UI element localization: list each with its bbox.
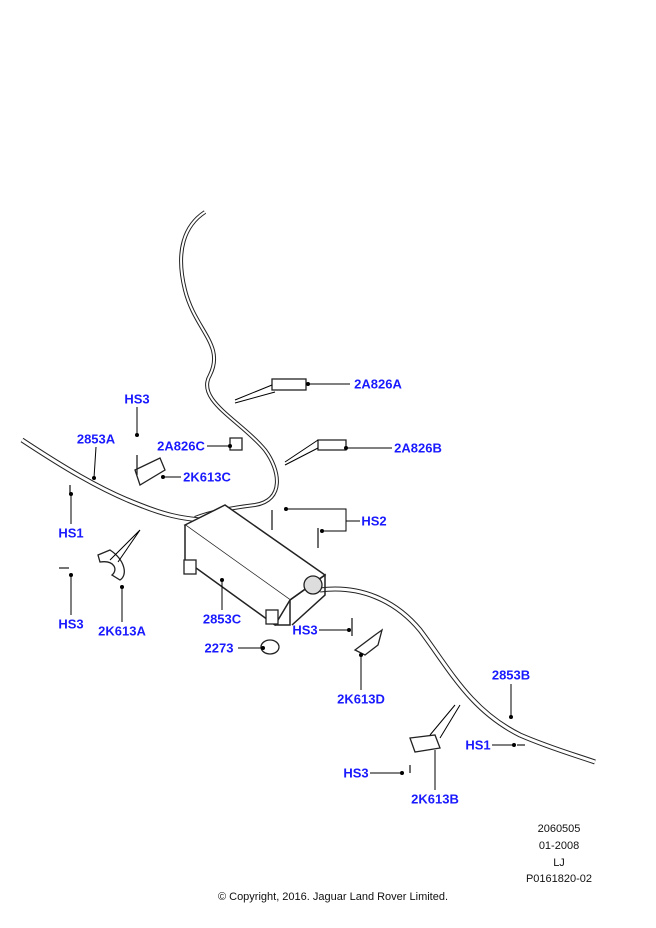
- callout-hs3[interactable]: HS3: [124, 391, 150, 407]
- copyright-notice: © Copyright, 2016. Jaguar Land Rover Lim…: [217, 891, 449, 903]
- callout-2a826b[interactable]: 2A826B: [394, 440, 442, 456]
- clip-2a826a: [271, 378, 307, 391]
- clip-2a826b: [317, 439, 347, 451]
- callout-2853a[interactable]: 2853A: [76, 431, 116, 447]
- illustration-ref: P0161820-02: [525, 873, 593, 885]
- callout-hs3[interactable]: HS3: [58, 616, 84, 632]
- callout-hs1[interactable]: HS1: [58, 525, 84, 541]
- callout-2k613b[interactable]: 2K613B: [411, 791, 459, 807]
- bracket-2k613a: [97, 549, 125, 581]
- callout-hs2[interactable]: HS2: [361, 513, 387, 529]
- callout-2k613a[interactable]: 2K613A: [98, 623, 146, 639]
- callout-2k613c[interactable]: 2K613C: [183, 469, 231, 485]
- callout-2273[interactable]: 2273: [204, 640, 234, 656]
- callout-2853c[interactable]: 2853C: [202, 611, 242, 627]
- callout-2a826a[interactable]: 2A826A: [354, 376, 402, 392]
- bracket-2k613c: [134, 457, 166, 486]
- callout-hs1[interactable]: HS1: [465, 737, 491, 753]
- bracket-2k613d: [353, 628, 384, 656]
- illustrator-initials: LJ: [553, 857, 565, 869]
- bracket-2k613b: [409, 734, 441, 753]
- grommet-2273: [260, 639, 280, 655]
- callout-hs3[interactable]: HS3: [292, 622, 318, 638]
- illustration-date: 01-2008: [538, 840, 580, 852]
- callout-hs3[interactable]: HS3: [343, 765, 369, 781]
- clip-2a826c: [229, 437, 243, 451]
- callout-2853b[interactable]: 2853B: [491, 667, 531, 683]
- callout-2a826c[interactable]: 2A826C: [157, 438, 205, 454]
- callout-2k613d[interactable]: 2K613D: [337, 691, 385, 707]
- illustration-code: 2060505: [537, 823, 581, 835]
- actuator-module: [183, 504, 327, 627]
